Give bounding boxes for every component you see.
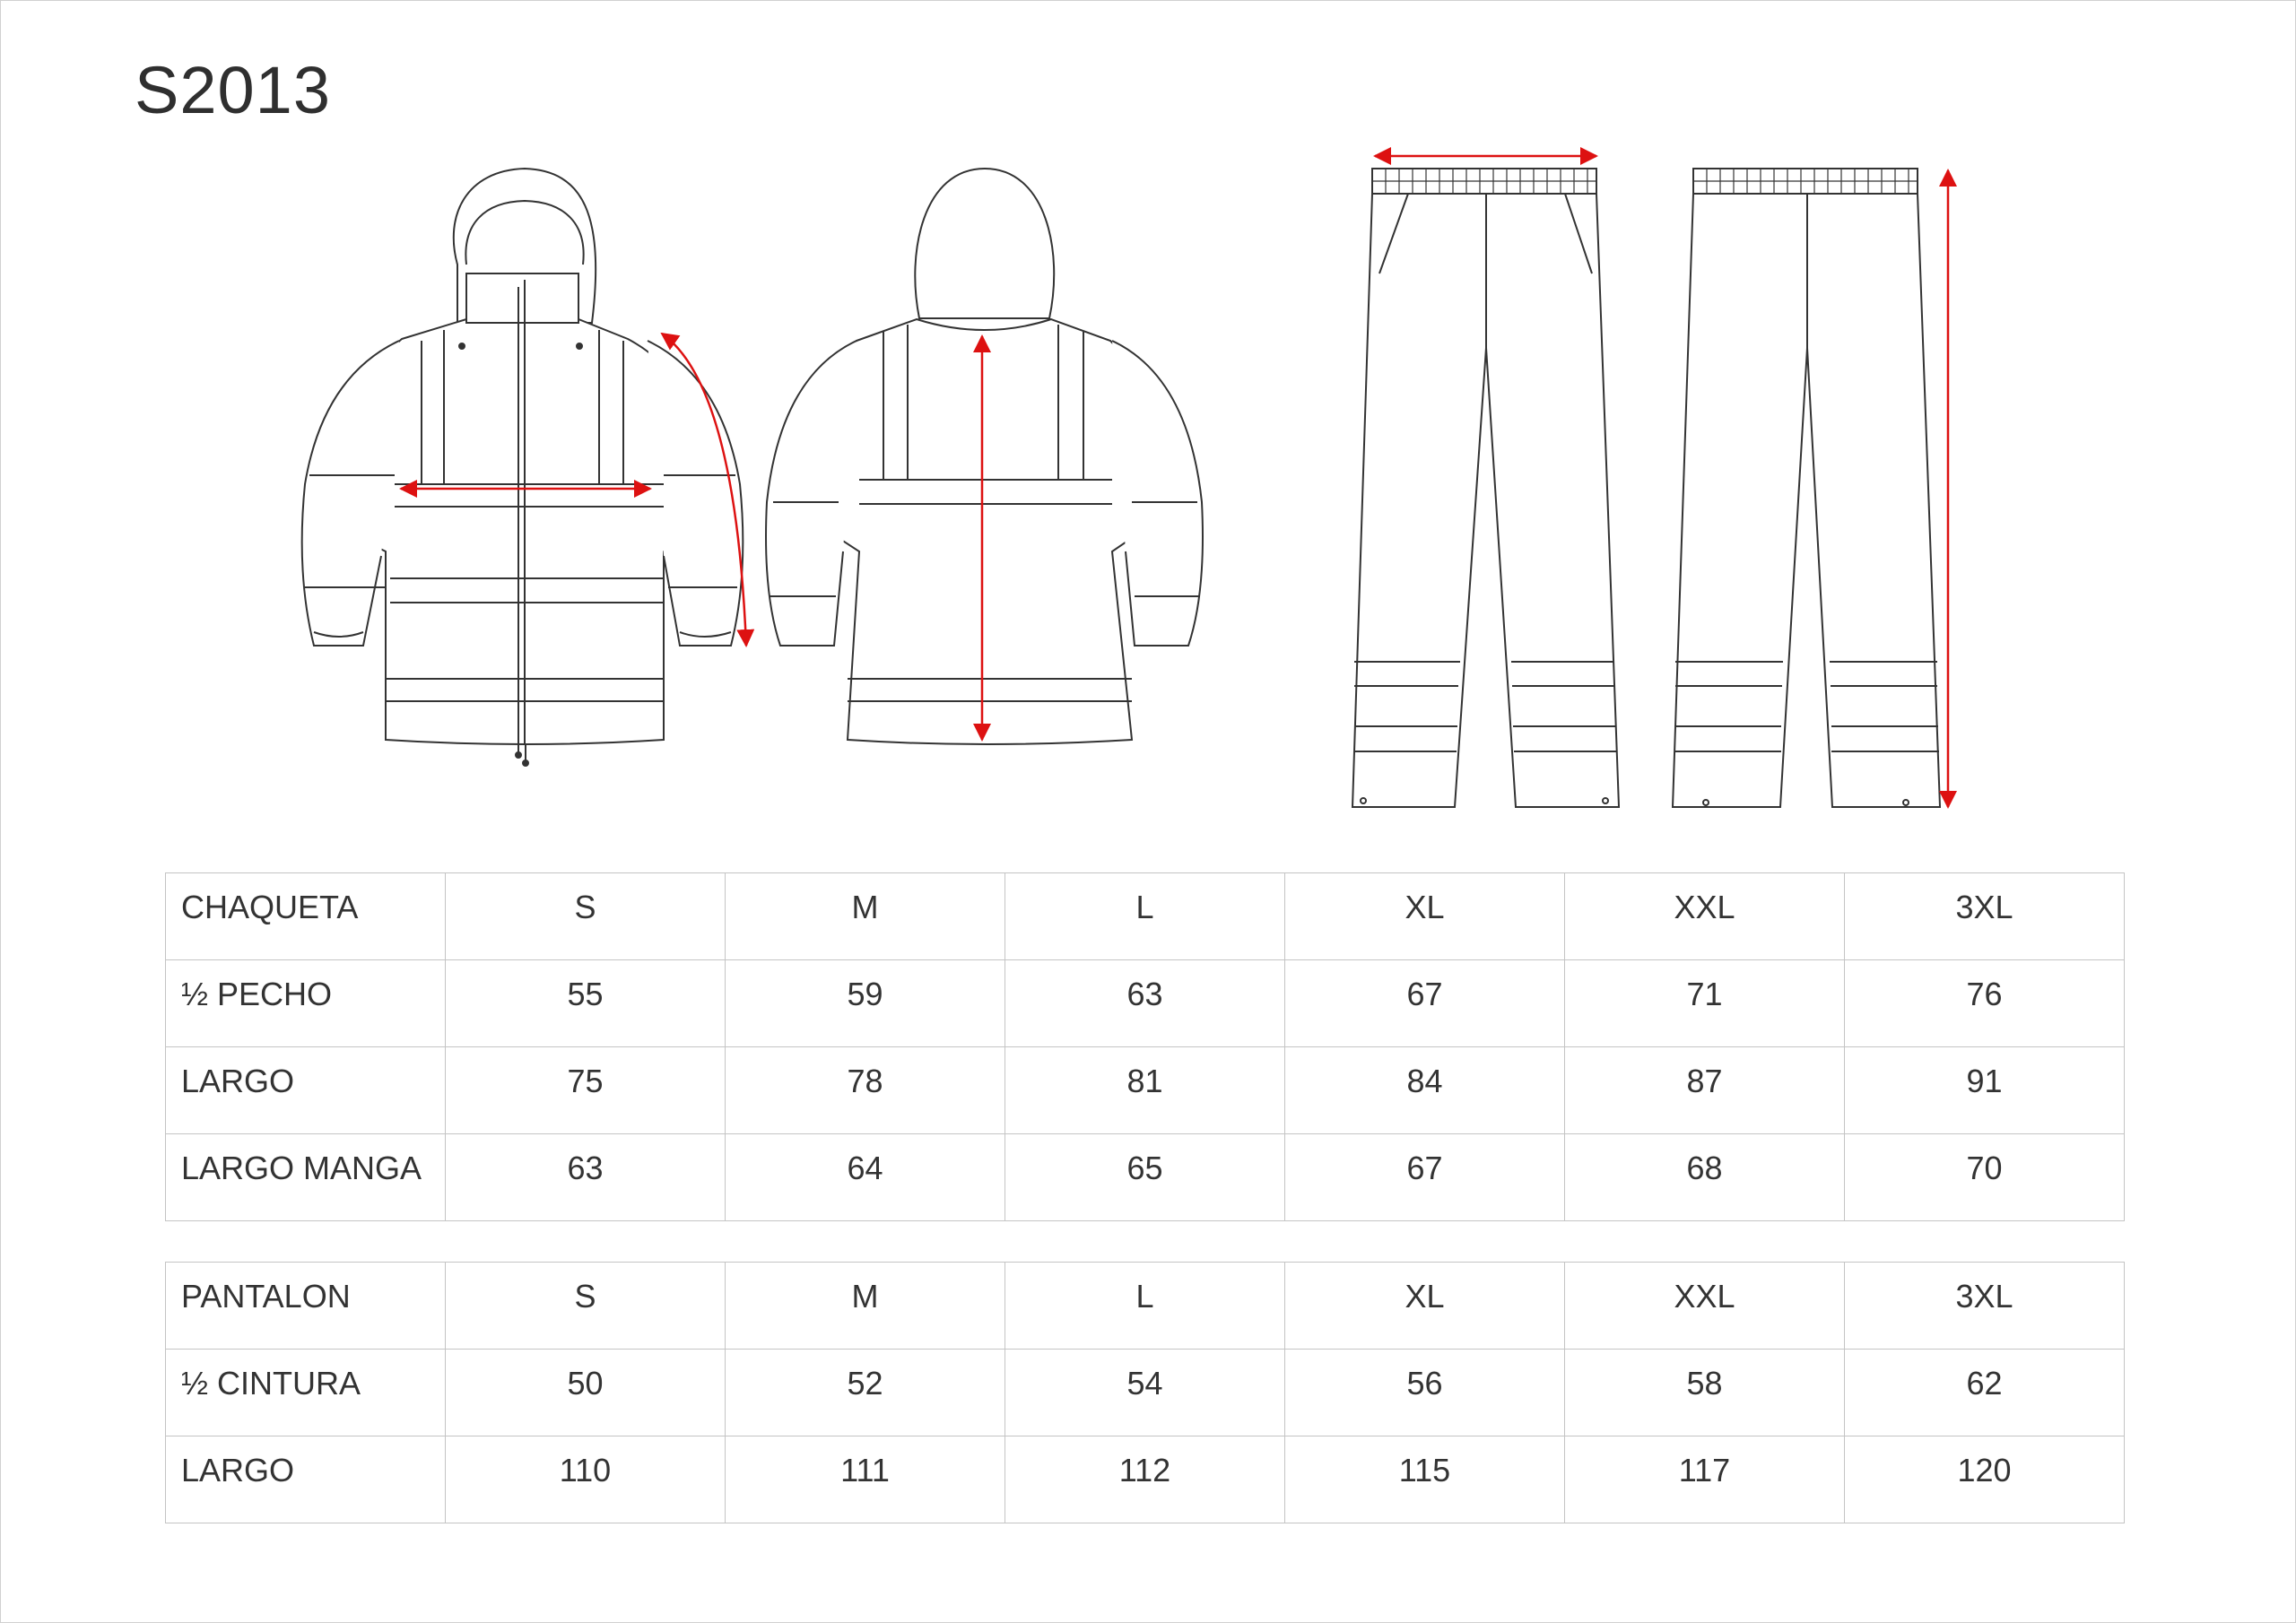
table-cell: 64 (725, 1133, 1005, 1221)
table-header-cell: 3XL (1844, 872, 2125, 960)
table-cell: 81 (1004, 1046, 1285, 1134)
table-row-label: LARGO (165, 1046, 446, 1134)
table-header-cell: CHAQUETA (165, 872, 446, 960)
table-header-cell: XXL (1564, 1262, 1845, 1350)
page-title: S2013 (135, 53, 331, 127)
table-row: LARGO 110 111 112 115 117 120 (165, 1436, 2125, 1523)
table-header-cell: L (1004, 1262, 1285, 1350)
table-row: ½ CINTURA 50 52 54 56 58 62 (165, 1349, 2125, 1436)
table-cell: 120 (1844, 1436, 2125, 1523)
sleeve-length-arrow (660, 332, 755, 647)
table-cell: 87 (1564, 1046, 1845, 1134)
table-row: ½ PECHO 55 59 63 67 71 76 (165, 959, 2125, 1047)
table-header-cell: S (445, 872, 726, 960)
table-cell: 54 (1004, 1349, 1285, 1436)
table-header-row: PANTALON S M L XL XXL 3XL (165, 1262, 2125, 1350)
table-cell: 115 (1284, 1436, 1565, 1523)
table-cell: 67 (1284, 959, 1565, 1047)
table-cell: 91 (1844, 1046, 2125, 1134)
table-cell: 112 (1004, 1436, 1285, 1523)
jacket-size-table: CHAQUETA S M L XL XXL 3XL ½ PECHO 55 59 … (165, 872, 2125, 1221)
table-cell: 76 (1844, 959, 2125, 1047)
table-cell: 117 (1564, 1436, 1845, 1523)
table-row-label: LARGO (165, 1436, 446, 1523)
pants-back-waistband-grid (1693, 169, 1918, 194)
table-cell: 111 (725, 1436, 1005, 1523)
pants-front-drawing (1351, 168, 1621, 808)
table-cell: 84 (1284, 1046, 1565, 1134)
table-cell: 52 (725, 1349, 1005, 1436)
garment-drawings (300, 147, 1957, 809)
table-cell: 70 (1844, 1133, 2125, 1221)
table-cell: 75 (445, 1046, 726, 1134)
table-cell: 56 (1284, 1349, 1565, 1436)
table-header-cell: XL (1284, 1262, 1565, 1350)
table-header-cell: PANTALON (165, 1262, 446, 1350)
pants-size-table: PANTALON S M L XL XXL 3XL ½ CINTURA 50 5… (165, 1262, 2125, 1523)
table-header-cell: XL (1284, 872, 1565, 960)
table-cell: 59 (725, 959, 1005, 1047)
table-header-cell: XXL (1564, 872, 1845, 960)
table-cell: 110 (445, 1436, 726, 1523)
pants-front-waistband-grid (1372, 169, 1596, 194)
table-cell: 58 (1564, 1349, 1845, 1436)
table-cell: 55 (445, 959, 726, 1047)
table-cell: 78 (725, 1046, 1005, 1134)
table-row: LARGO 75 78 81 84 87 91 (165, 1046, 2125, 1134)
table-row-label: ½ CINTURA (165, 1349, 446, 1436)
table-cell: 62 (1844, 1349, 2125, 1436)
table-cell: 63 (1004, 959, 1285, 1047)
table-header-cell: 3XL (1844, 1262, 2125, 1350)
table-cell: 50 (445, 1349, 726, 1436)
table-cell: 63 (445, 1133, 726, 1221)
table-cell: 71 (1564, 959, 1845, 1047)
table-row-label: ½ PECHO (165, 959, 446, 1047)
table-header-cell: L (1004, 872, 1285, 960)
table-header-cell: M (725, 872, 1005, 960)
table-cell: 67 (1284, 1133, 1565, 1221)
jacket-back-drawing (765, 167, 1204, 745)
table-cell: 65 (1004, 1133, 1285, 1221)
table-header-row: CHAQUETA S M L XL XXL 3XL (165, 872, 2125, 960)
jacket-front-drawing (300, 167, 744, 767)
table-cell: 68 (1564, 1133, 1845, 1221)
table-header-cell: S (445, 1262, 726, 1350)
table-header-cell: M (725, 1262, 1005, 1350)
table-row: LARGO MANGA 63 64 65 67 68 70 (165, 1133, 2125, 1221)
measurement-arrows (399, 147, 1957, 809)
pants-back-drawing (1671, 168, 1942, 808)
table-row-label: LARGO MANGA (165, 1133, 446, 1221)
